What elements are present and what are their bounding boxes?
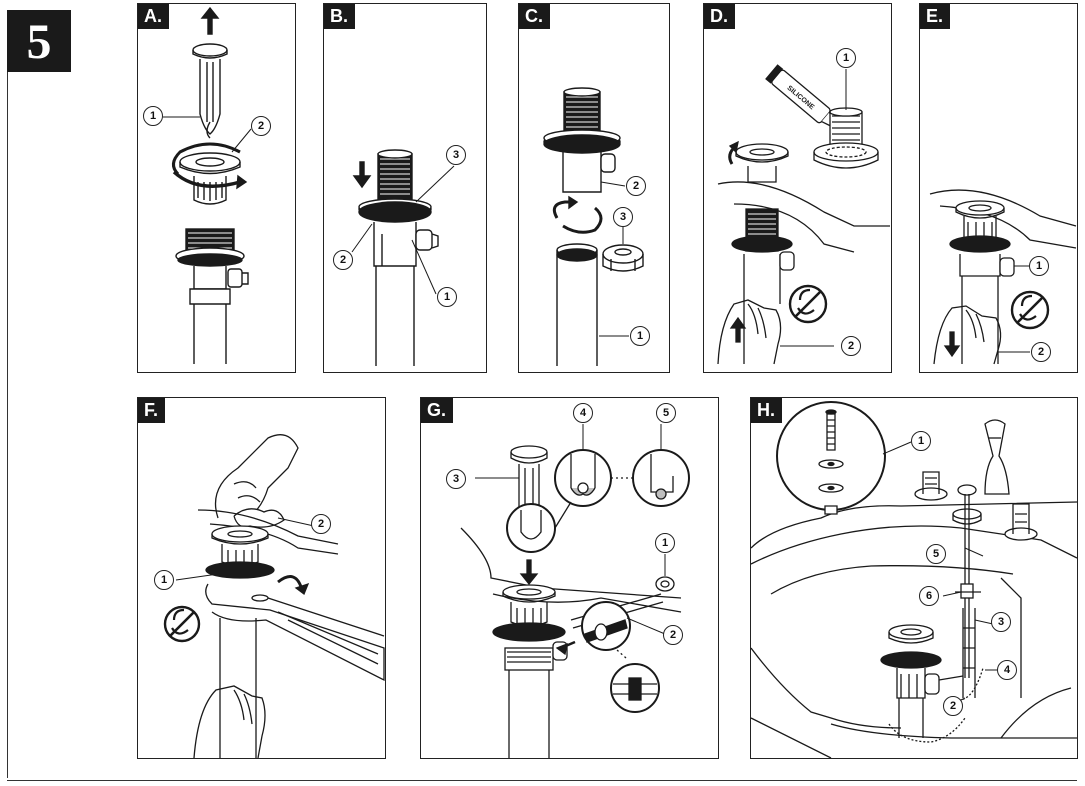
no-rotate-icon: [788, 284, 828, 324]
callout-h-3: 3: [991, 612, 1011, 632]
panel-label-f: F.: [138, 398, 166, 423]
hand-icon: [214, 434, 299, 519]
no-rotate-icon: [163, 605, 201, 643]
panel-d: D. SILICONE: [703, 3, 892, 373]
callout-g-1: 1: [655, 533, 675, 553]
panel-label-e: E.: [920, 4, 951, 29]
panel-label-d: D.: [704, 4, 735, 29]
step-number-badge: 5: [7, 10, 71, 72]
callout-e-1: 1: [1029, 256, 1049, 276]
hand-icon: [193, 685, 266, 758]
callout-a-1: 1: [143, 106, 163, 126]
callout-d-1: 1: [836, 48, 856, 68]
hand-icon: [717, 299, 782, 365]
callout-c-2: 2: [626, 176, 646, 196]
callout-b-2: 2: [333, 250, 353, 270]
panel-f: F.: [137, 397, 386, 759]
panel-b-art: [351, 149, 455, 366]
panel-label-a: A.: [138, 4, 169, 29]
bottom-rule: [7, 780, 1077, 781]
callout-c-3: 3: [613, 207, 633, 227]
callout-b-3: 3: [446, 145, 466, 165]
panel-label-c: C.: [519, 4, 550, 29]
callout-g-4: 4: [573, 403, 593, 423]
panel-e-art: [929, 189, 1077, 365]
hand-icon: [933, 305, 1002, 365]
callout-h-6: 6: [919, 586, 939, 606]
left-rule: [7, 72, 8, 778]
silicone-tube-icon: [765, 64, 843, 132]
panel-label-h: H.: [751, 398, 782, 423]
callout-g-5: 5: [656, 403, 676, 423]
callout-a-2: 2: [251, 116, 271, 136]
callout-h-1: 1: [911, 431, 931, 451]
callout-h-5: 5: [926, 544, 946, 564]
panel-h: H.: [750, 397, 1078, 759]
panel-c-art: [543, 87, 644, 366]
panel-d-art: SILICONE: [717, 64, 890, 365]
no-rotate-icon: [1010, 290, 1050, 330]
panel-h-art: [751, 401, 1077, 758]
callout-d-2: 2: [841, 336, 861, 356]
arrow-down-icon: [352, 161, 372, 189]
rotate-icon: [552, 195, 603, 234]
callout-h-4: 4: [997, 660, 1017, 680]
callout-g-3: 3: [446, 469, 466, 489]
callout-g-2: 2: [663, 625, 683, 645]
panel-c: C.: [518, 3, 670, 373]
panel-f-art: [163, 434, 385, 758]
panel-a: A.: [137, 3, 296, 373]
callout-f-2: 2: [311, 514, 331, 534]
callout-e-2: 2: [1031, 342, 1051, 362]
callout-c-1: 1: [630, 326, 650, 346]
callout-f-1: 1: [154, 570, 174, 590]
panel-b: B. 3 2 1: [323, 3, 487, 373]
callout-h-2: 2: [943, 696, 963, 716]
panel-label-g: G.: [421, 398, 454, 423]
arrow-up-icon: [200, 6, 220, 35]
wrench-icon: [205, 583, 385, 682]
panel-g-art: [460, 424, 690, 758]
panel-label-b: B.: [324, 4, 355, 29]
panel-g: G.: [420, 397, 719, 759]
panel-a-art: [172, 6, 249, 364]
panel-e: E.: [919, 3, 1078, 373]
callout-b-1: 1: [437, 287, 457, 307]
